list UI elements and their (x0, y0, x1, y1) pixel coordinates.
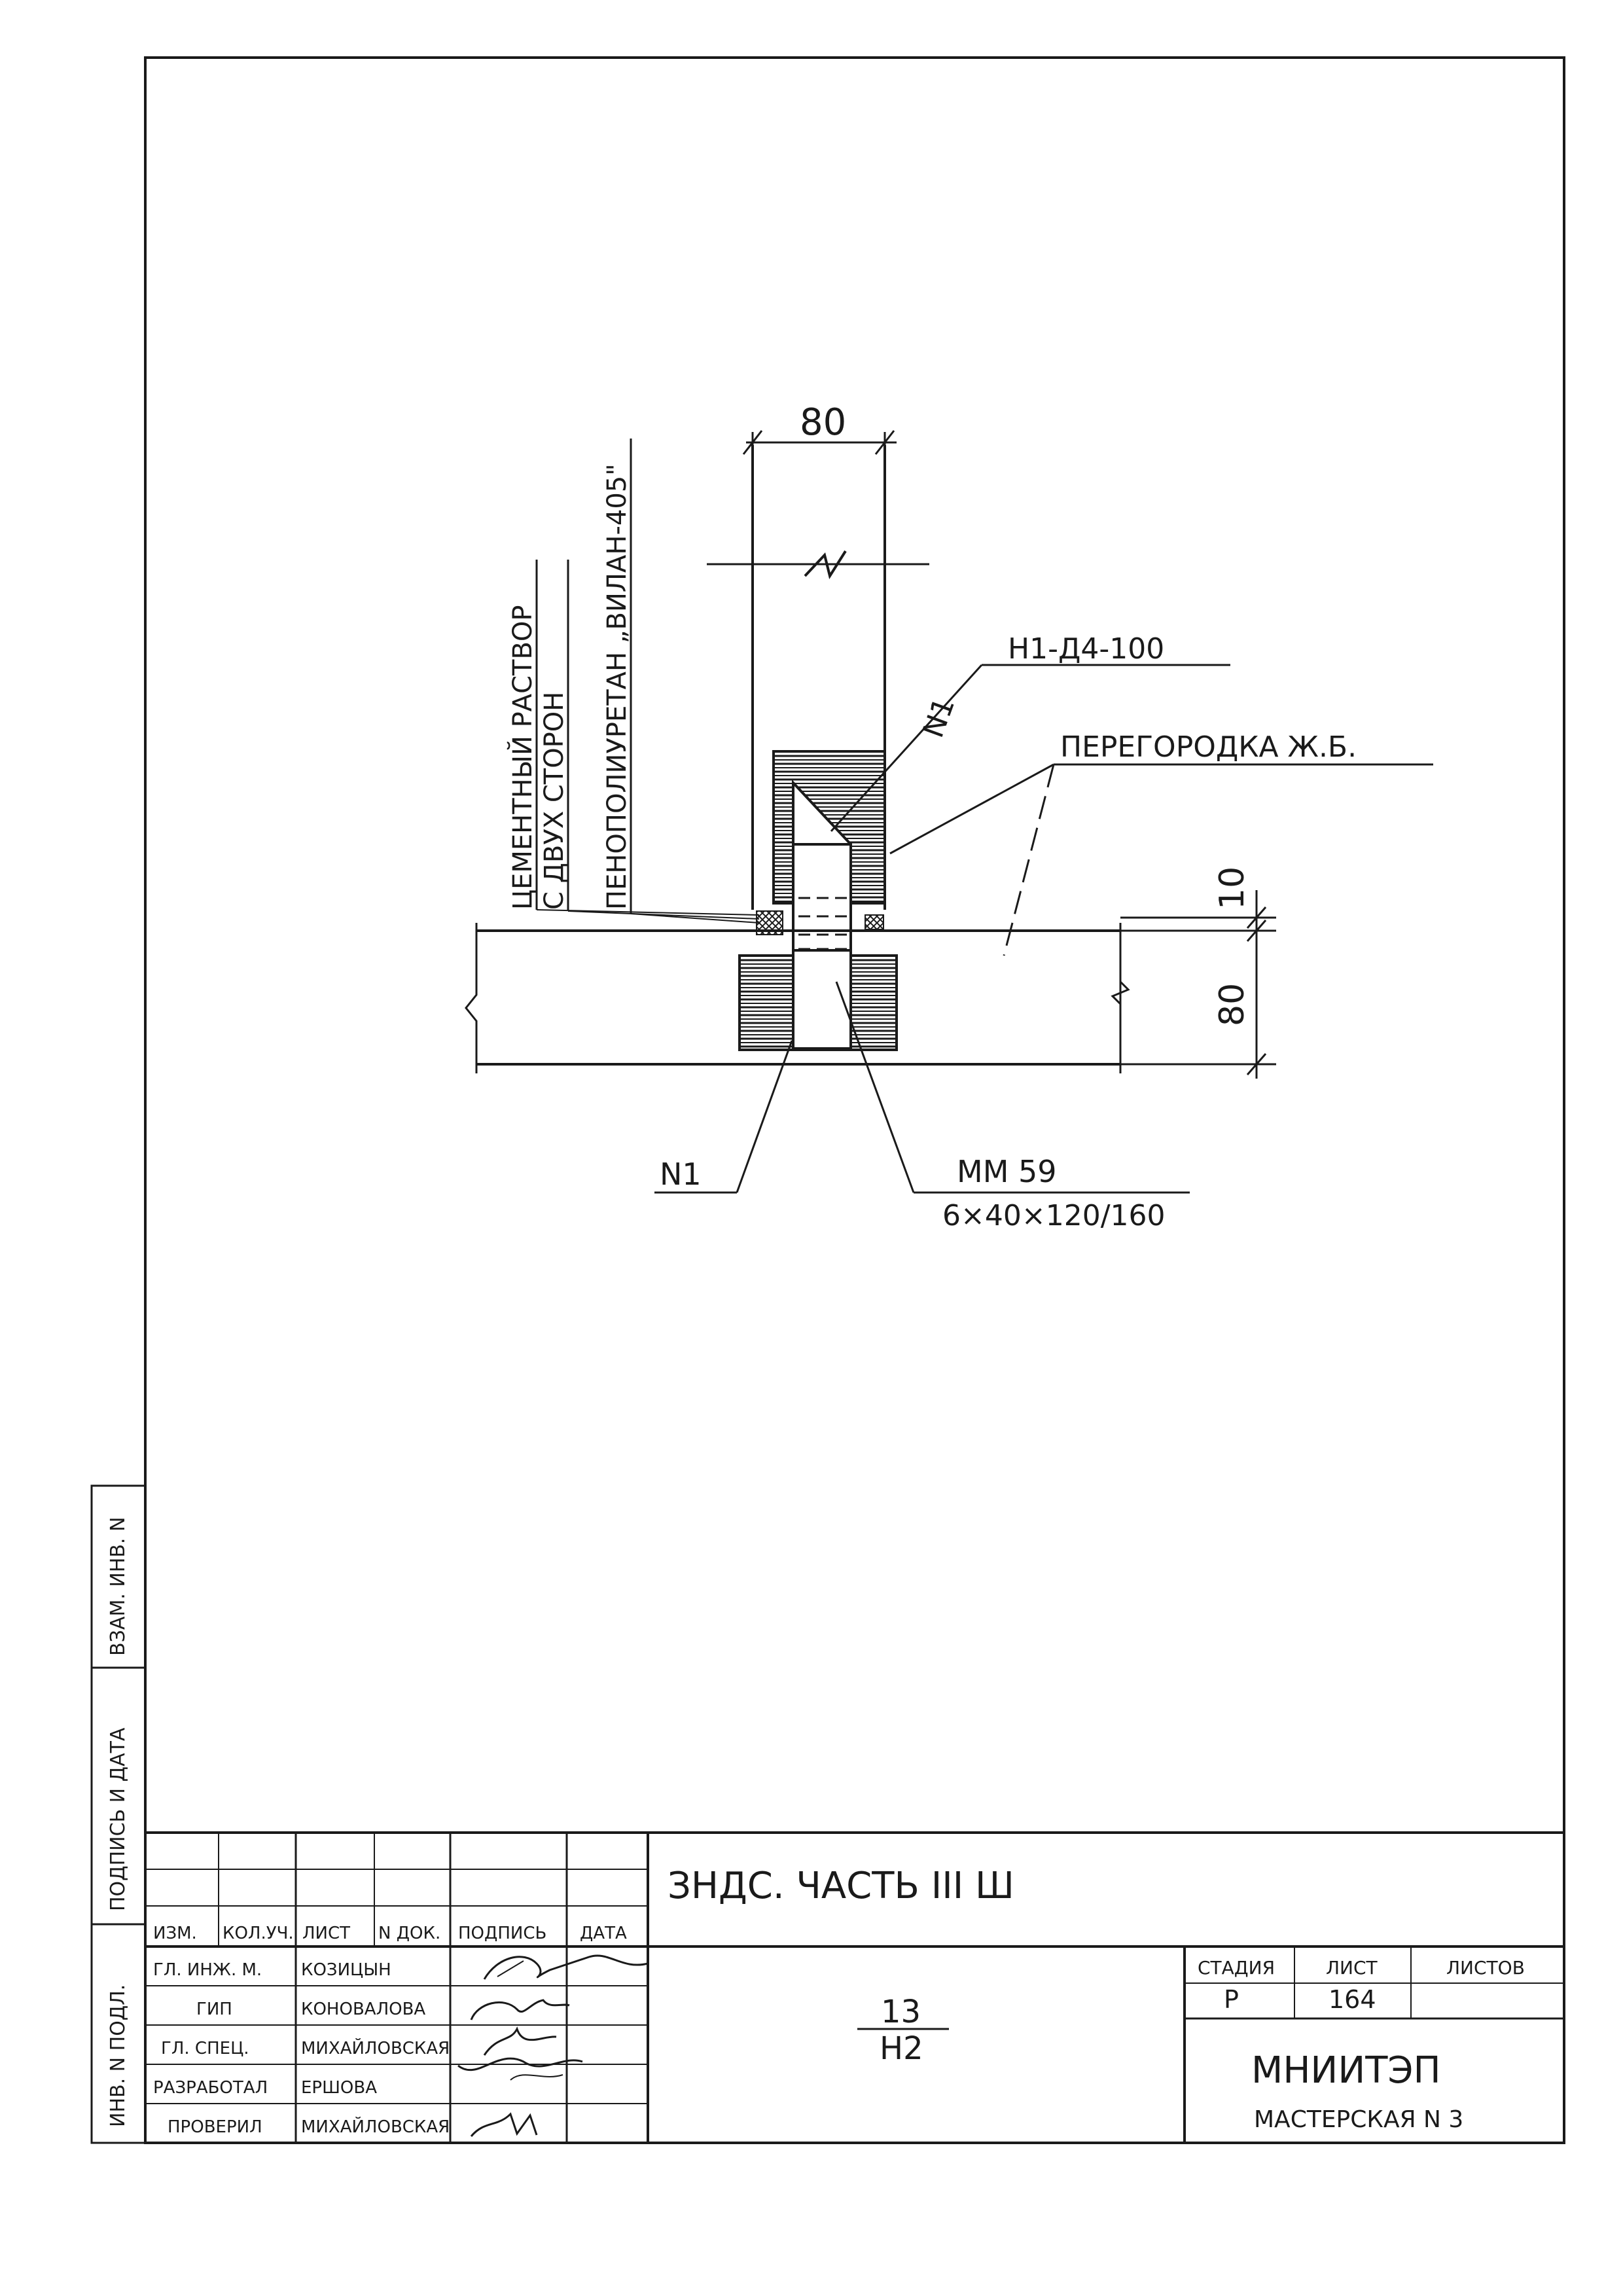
row-name-4: ЕРШОВА (301, 2078, 377, 2098)
header-kol-uch: КОЛ.УЧ. (223, 1924, 294, 1943)
sheet-label: ЛИСТ (1326, 1957, 1378, 1979)
row-role-1: ГЛ. ИНЖ. М. (153, 1960, 262, 1980)
label-two-sides: С ДВУХ СТОРОН (539, 692, 569, 910)
row-name-2: КОНОВАЛОВА (301, 2000, 425, 2019)
node-denominator: Н2 (880, 2030, 923, 2067)
label-mm59: ММ 59 (957, 1154, 1057, 1189)
dim-width-80: 80 (800, 401, 846, 444)
label-foam: ПЕНОПОЛИУРЕТАН „ВИЛАН-405" (602, 463, 632, 910)
title-block: ИЗМ. КОЛ.УЧ. ЛИСТ N ДОК. ПОДПИСЬ ДАТА ГЛ… (145, 1831, 1564, 2143)
side-label-replace: ВЗАМ. ИНВ. N (107, 1517, 130, 1656)
dim-slab-80: 80 (1213, 983, 1252, 1026)
label-partition: ПЕРЕГОРОДКА Ж.Б. (1060, 730, 1357, 764)
label-n1-top: N1 (916, 693, 961, 742)
row-role-3: ГЛ. СПЕЦ. (161, 2039, 249, 2058)
side-label-sign: ПОДПИСЬ И ДАТА (107, 1727, 130, 1911)
organization-name: МНИИТЭП (1251, 2049, 1441, 2092)
row-name-1: КОЗИЦЫН (301, 1960, 391, 1980)
header-data: ДАТА (580, 1924, 627, 1943)
stage-label: СТАДИЯ (1198, 1957, 1275, 1979)
label-rebar: Н1-Д4-100 (1008, 632, 1164, 666)
sheet-value: 164 (1329, 1985, 1376, 2014)
row-name-3: МИХАЙЛОВСКАЯ (301, 2037, 450, 2058)
label-n1-bottom: N1 (660, 1157, 702, 1192)
node-number: 13 (881, 1994, 921, 2030)
header-n-dok: N ДОК. (378, 1924, 440, 1943)
label-cement-mortar: ЦЕМЕНТНЫЙ РАСТВОР (507, 605, 538, 910)
workshop-name: МАСТЕРСКАЯ N 3 (1254, 2106, 1463, 2133)
sheet-frame (144, 56, 1565, 2144)
label-mm59-size: 6×40×120/160 (942, 1199, 1166, 1232)
dim-gap-10: 10 (1213, 867, 1252, 910)
row-role-4: РАЗРАБОТАЛ (153, 2078, 268, 2098)
header-izm: ИЗМ. (153, 1924, 197, 1943)
row-role-5: ПРОВЕРИЛ (168, 2117, 262, 2137)
row-role-2: ГИП (196, 2000, 232, 2019)
header-podpis: ПОДПИСЬ (458, 1924, 546, 1943)
document-title: ЗНДС. ЧАСТЬ III Ш (668, 1865, 1014, 1907)
section-drawing: 80 10 80 (465, 401, 1433, 1232)
sheets-label: ЛИСТОВ (1446, 1957, 1525, 1979)
side-label-inv: ИНВ. N ПОДЛ. (107, 1984, 130, 2127)
side-strip: ИНВ. N ПОДЛ. ПОДПИСЬ И ДАТА ВЗАМ. ИНВ. N (90, 1484, 147, 2144)
stage-value: Р (1224, 1985, 1239, 2014)
signatures (457, 1954, 649, 2137)
row-name-5: МИХАЙЛОВСКАЯ (301, 2116, 450, 2137)
header-list: ЛИСТ (302, 1924, 350, 1943)
